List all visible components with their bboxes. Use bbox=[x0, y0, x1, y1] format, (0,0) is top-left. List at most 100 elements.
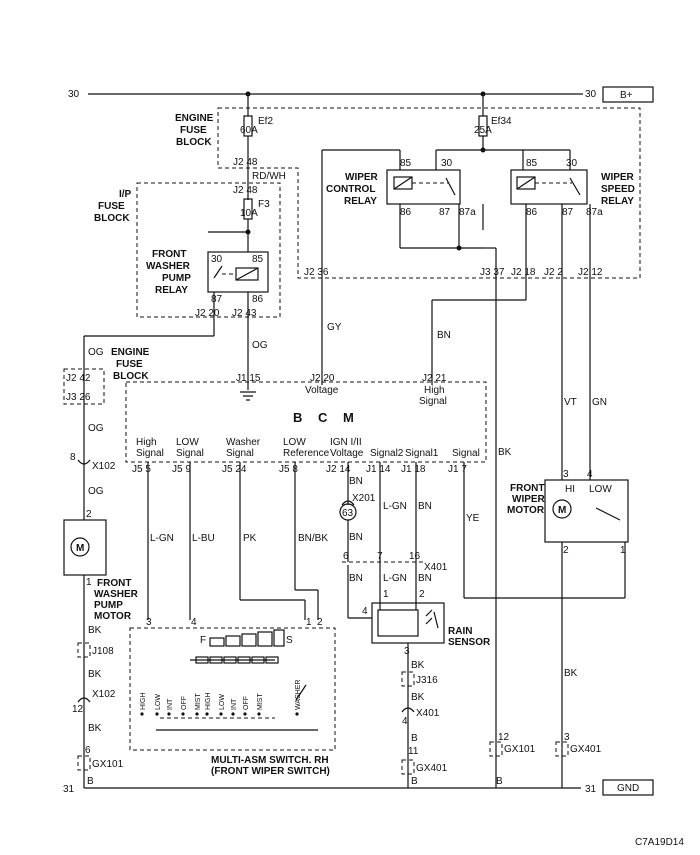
switch-position-label: HIGH bbox=[205, 693, 212, 711]
gx401a-box bbox=[401, 759, 415, 775]
wiper-motor-hi: HI bbox=[565, 484, 575, 495]
conn-j2-36: J2 36 bbox=[304, 267, 329, 278]
gnd-box bbox=[602, 779, 654, 796]
bcm-pin-label2: Reference bbox=[283, 448, 330, 459]
wiper-motor-pin3: 3 bbox=[563, 469, 569, 480]
conn-j108: J108 bbox=[92, 646, 114, 657]
control-relay-pin87: 87 bbox=[439, 207, 451, 218]
wiper-motor-m: M bbox=[558, 505, 566, 516]
control-relay-pin87a: 87a bbox=[459, 207, 476, 218]
conn-j316: J316 bbox=[416, 675, 438, 686]
rail-31-right-label: 31 bbox=[585, 784, 597, 795]
b-right-label: B bbox=[496, 776, 503, 787]
switch-position-dot bbox=[219, 712, 223, 716]
washer-relay-pin87: 87 bbox=[211, 294, 223, 305]
wire-ye-label: YE bbox=[466, 513, 480, 524]
wire-bk7-label: BK bbox=[564, 668, 578, 679]
rain-sensor-inner bbox=[377, 609, 419, 637]
conn-j2-20b: J2 20 bbox=[310, 373, 335, 384]
washer-relay-coil bbox=[235, 267, 259, 281]
bcm-pin-label2: Signal bbox=[226, 448, 254, 459]
conn-j2-12: J2 12 bbox=[578, 267, 603, 278]
bcm-pin-label2: Signal bbox=[136, 448, 164, 459]
switch-position-dot bbox=[243, 712, 247, 716]
conn-x401b: X401 bbox=[416, 708, 440, 719]
rail-30-right-label: 30 bbox=[585, 89, 597, 100]
bcm-title: B C M bbox=[293, 410, 360, 425]
wire-bk5-label: BK bbox=[411, 660, 425, 671]
switch-bar bbox=[273, 629, 285, 647]
gx101a-box bbox=[77, 755, 91, 771]
switch-washer-contact bbox=[295, 684, 307, 701]
switch-position-label: INT bbox=[167, 698, 174, 710]
rain-pin3: 3 bbox=[404, 646, 410, 657]
j316-box bbox=[401, 671, 415, 687]
switch-bar bbox=[225, 635, 241, 647]
switch-pin3: 3 bbox=[146, 617, 152, 628]
conn-j3-37: J3 37 bbox=[480, 267, 505, 278]
conn-n7: 7 bbox=[377, 551, 383, 562]
switch-position-label: OFF bbox=[181, 696, 188, 710]
bcm-pin-connector: J1 18 bbox=[401, 464, 426, 475]
conn-j1-15: J1 15 bbox=[236, 373, 261, 384]
switch-title: MULTI-ASM SWITCH. RH (FRONT WIPER SWITCH… bbox=[211, 755, 331, 777]
speed-relay-pin87: 87 bbox=[562, 207, 574, 218]
conn-x401a: X401 bbox=[424, 562, 448, 573]
switch-position-dot bbox=[205, 712, 209, 716]
switch-pin2: 2 bbox=[317, 617, 323, 628]
control-relay-pin30: 30 bbox=[441, 158, 453, 169]
wire-bn5-label: BN bbox=[349, 573, 363, 584]
conn-n11: 11 bbox=[408, 746, 419, 757]
bcm-pin-label2: Signal2 bbox=[370, 448, 404, 459]
conn-j2-21: J2 21 bbox=[422, 373, 447, 384]
switch-position-label: WASHER bbox=[295, 680, 302, 710]
wiper-control-relay-box bbox=[386, 169, 461, 205]
engine-fuse-block-outline bbox=[217, 107, 641, 279]
conn-j2-48a: J2 48 bbox=[233, 157, 258, 168]
conn-n6: 6 bbox=[85, 745, 91, 756]
washer-relay-coil-diag bbox=[235, 267, 259, 281]
switch-position-dot bbox=[140, 712, 144, 716]
conn-j2-48b: J2 48 bbox=[233, 185, 258, 196]
ef34-bus-node bbox=[480, 147, 486, 153]
wire-gy-label: GY bbox=[327, 322, 342, 333]
wire-bk1-label: BK bbox=[498, 447, 512, 458]
bcm-top-signal: Signal bbox=[419, 396, 447, 407]
rail-31-left-label: 31 bbox=[63, 784, 75, 795]
control-relay-pin86: 86 bbox=[400, 207, 412, 218]
ef2-node bbox=[245, 91, 251, 97]
conn-gx401a: GX401 bbox=[416, 763, 448, 774]
washer-motor-circle bbox=[70, 537, 90, 557]
wiper-motor-pin2: 2 bbox=[563, 545, 569, 556]
bcm-pin-connector: J5 8 bbox=[279, 464, 298, 475]
x401b-symbol bbox=[401, 707, 415, 713]
speed-relay-pin30: 30 bbox=[566, 158, 578, 169]
control-relay-coil-diag bbox=[393, 176, 413, 190]
engine-fuse-block2-label: ENGINE FUSE BLOCK bbox=[111, 347, 152, 382]
footer-code: C7A19D14 bbox=[635, 837, 684, 848]
washer-relay-pin86: 86 bbox=[252, 294, 264, 305]
x201-symbol bbox=[341, 500, 355, 506]
conn-j2-43: J2 43 bbox=[232, 308, 257, 319]
switch-position-label: INT bbox=[231, 698, 238, 710]
rain-sensor-label: RAIN SENSOR bbox=[448, 626, 491, 648]
conn-n3: 3 bbox=[564, 732, 570, 743]
switch-position-dot bbox=[195, 712, 199, 716]
wire-lbu-label: L-BU bbox=[192, 533, 215, 544]
switch-position-dot bbox=[155, 712, 159, 716]
washer-relay-pin30: 30 bbox=[211, 254, 223, 265]
ef34-name: Ef34 bbox=[491, 116, 512, 127]
washer-motor-pin2: 2 bbox=[86, 509, 92, 520]
wire-lgn1-label: L-GN bbox=[150, 533, 174, 544]
conn-n8: 8 bbox=[70, 452, 76, 463]
conn-n16: 16 bbox=[409, 551, 421, 562]
ip-fuse-block-label: I/P FUSE BLOCK bbox=[94, 189, 134, 224]
conn-gx101a: GX101 bbox=[92, 759, 124, 770]
bcm-pin-connector: J1 14 bbox=[366, 464, 391, 475]
ground-symbol bbox=[240, 391, 256, 401]
rain-pin1: 1 bbox=[383, 589, 389, 600]
switch-bar bbox=[241, 633, 257, 647]
bcm-pin-label2: Signal1 bbox=[405, 448, 439, 459]
f3-name: F3 bbox=[258, 199, 270, 210]
